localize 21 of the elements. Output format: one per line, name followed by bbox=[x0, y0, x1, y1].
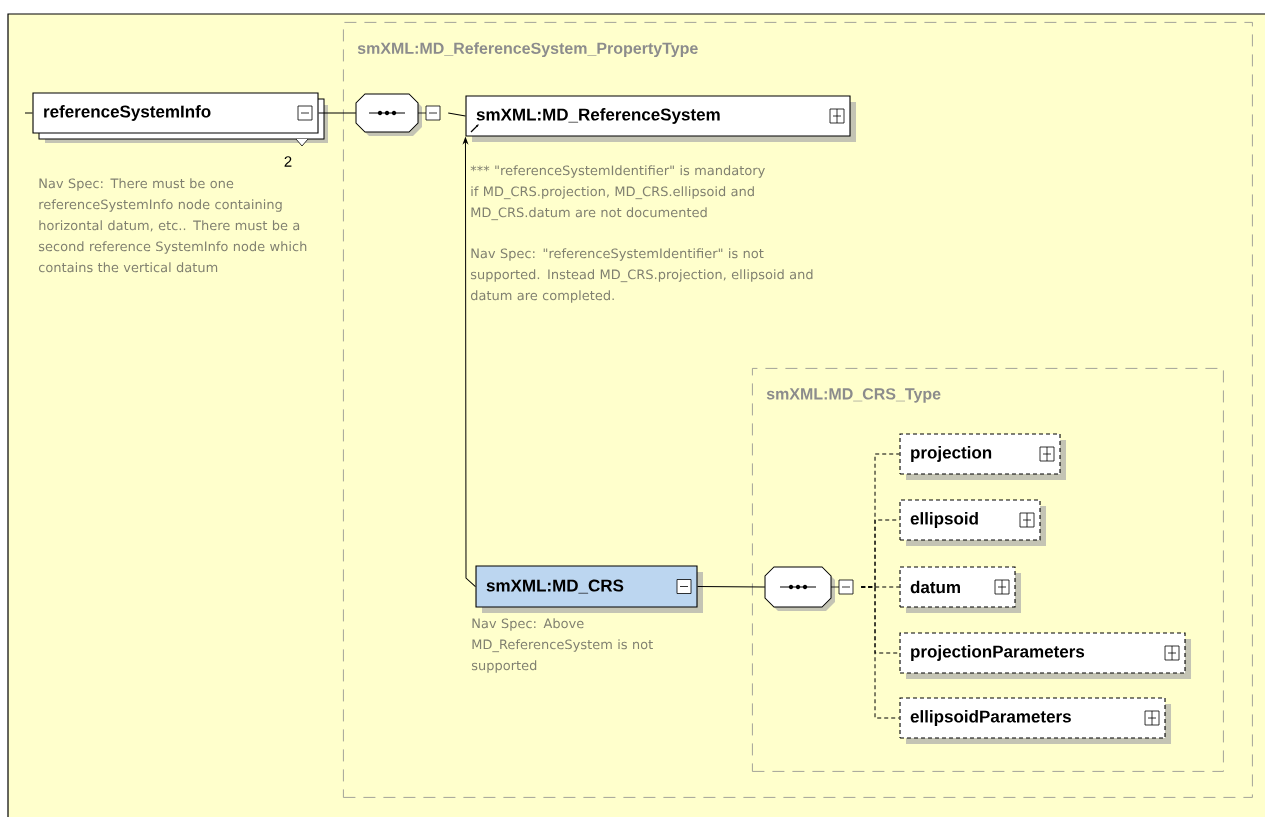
element-box: ellipsoid bbox=[899, 499, 1046, 546]
annotation-text: Nav Spec: There must be one referenceSystemInfo node containing horizontal datum, etc.. There must be a second reference SystemInfo node which contains the vertical datum bbox=[38, 178, 307, 273]
annotation-text: Nav Spec: "referenceSystemIdentifier" is not supported. Instead MD_CRS.projection, ellipsoid and datum are completed. bbox=[470, 248, 813, 303]
element-box: smXML:MD_ReferenceSystem bbox=[465, 95, 856, 142]
sequence-compositor bbox=[355, 93, 441, 136]
element-box: ellipsoidParameters bbox=[899, 697, 1171, 744]
connector-line bbox=[697, 586, 766, 588]
element-box: referenceSystemInfo bbox=[32, 92, 328, 147]
element-box: smXML:MD_CRS bbox=[475, 565, 703, 613]
arrow bbox=[463, 137, 476, 587]
element-box: projectionParameters bbox=[899, 632, 1191, 679]
annotation-text: *** "referenceSystemIdentifier" is mandatory if MD_CRS.projection, MD_CRS.ellipsoid and MD_CRS.datum are not documented bbox=[470, 165, 765, 221]
sequence-compositor bbox=[764, 566, 854, 611]
connector-line bbox=[447, 112, 466, 117]
connector-line bbox=[24, 112, 33, 114]
annotation-text: Nav Spec: Above MD_ReferenceSystem is not supported bbox=[471, 618, 653, 673]
connector-line bbox=[318, 112, 357, 114]
element-box: projection bbox=[899, 433, 1066, 480]
connector-line bbox=[860, 586, 900, 719]
occurrence-number: 2 bbox=[284, 156, 292, 167]
element-box: datum bbox=[899, 566, 1021, 613]
